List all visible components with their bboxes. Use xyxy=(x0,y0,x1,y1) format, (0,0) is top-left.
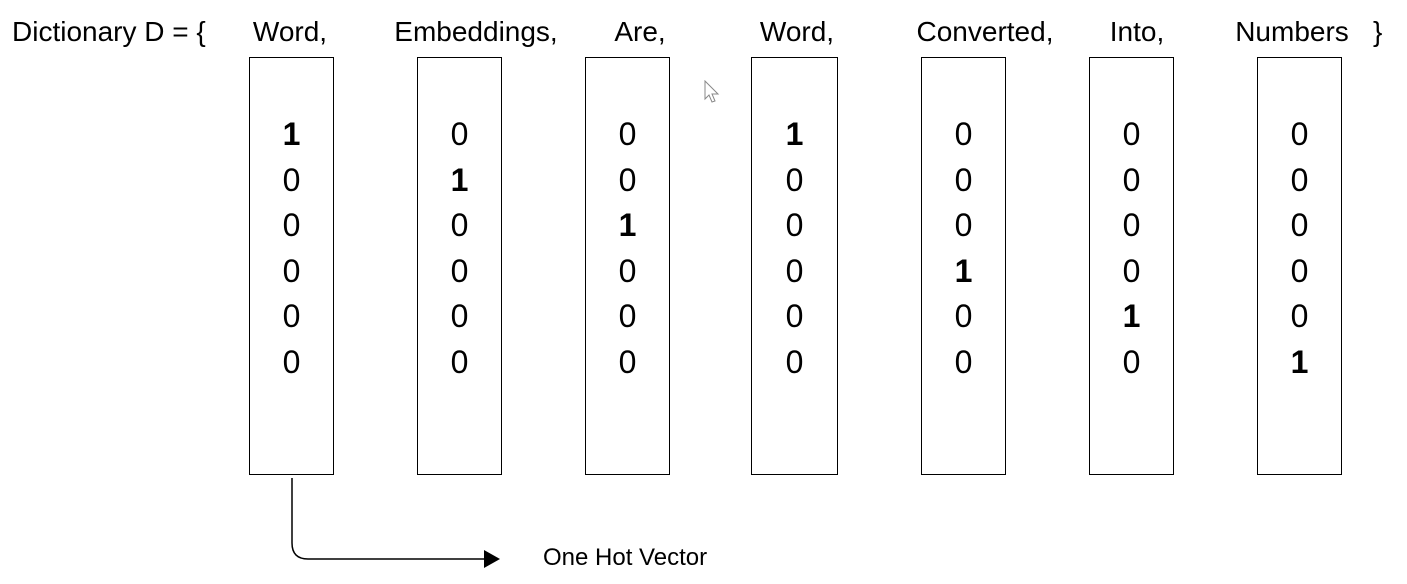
vector-bit: 0 xyxy=(1122,116,1141,152)
vector-bit: 0 xyxy=(1290,161,1309,198)
vector-bit: 0 xyxy=(618,161,637,198)
one-hot-vector-box xyxy=(249,57,334,475)
vector-bit: 0 xyxy=(450,207,469,243)
vector-bit: 0 xyxy=(785,207,804,243)
vector-bit: 0 xyxy=(618,298,637,334)
vector-bit: 0 xyxy=(954,116,973,152)
vector-bit: 0 xyxy=(282,252,301,289)
vector-bit: 0 xyxy=(1290,207,1309,243)
vector-bit: 0 xyxy=(954,161,973,198)
one-hot-vector-box xyxy=(585,57,670,475)
vector-bit: 0 xyxy=(1122,161,1141,198)
vector-bit: 0 xyxy=(1122,252,1141,289)
vector-bit: 0 xyxy=(954,207,973,243)
vector-bit: 0 xyxy=(785,252,804,289)
vector-bit: 0 xyxy=(1290,252,1309,289)
one-hot-vector-box xyxy=(921,57,1006,475)
vector-bit: 0 xyxy=(785,161,804,198)
arrowhead xyxy=(484,550,500,568)
vector-bit: 0 xyxy=(618,252,637,289)
vector-bit: 0 xyxy=(785,298,804,334)
vector-bit: 0 xyxy=(450,116,469,152)
vector-bit: 0 xyxy=(1290,298,1309,334)
vector-bit: 0 xyxy=(450,298,469,334)
vector-bit: 0 xyxy=(450,252,469,289)
dictionary-word: Converted, xyxy=(916,16,1054,47)
vector-bit-hot: 1 xyxy=(450,161,469,198)
vector-bit-hot: 1 xyxy=(618,207,637,243)
vector-bit: 0 xyxy=(618,116,637,152)
dictionary-word: Word, xyxy=(759,16,835,47)
one-hot-vector-box xyxy=(751,57,838,475)
vector-bit: 0 xyxy=(954,298,973,334)
one-hot-vector-box xyxy=(417,57,502,475)
vector-bit: 0 xyxy=(282,343,301,380)
dictionary-prefix: Dictionary D = { xyxy=(12,16,206,47)
vector-bit: 0 xyxy=(785,343,804,380)
vector-bit: 0 xyxy=(282,298,301,334)
vector-bit: 0 xyxy=(450,343,469,380)
dictionary-close-brace: } xyxy=(1373,16,1383,47)
mouse-pointer-icon xyxy=(704,80,720,103)
dictionary-word: Numbers xyxy=(1235,16,1349,47)
vector-bit: 0 xyxy=(1122,207,1141,243)
one-hot-vector-box xyxy=(1089,57,1174,475)
vector-bit-hot: 1 xyxy=(282,116,301,152)
dictionary-word: Are, xyxy=(614,16,666,47)
arrow-right-icon xyxy=(291,478,488,560)
vector-bit: 0 xyxy=(282,161,301,198)
dictionary-word: Word, xyxy=(252,16,328,47)
vector-bit: 0 xyxy=(1122,343,1141,380)
vector-bit: 0 xyxy=(618,343,637,380)
vector-bit: 0 xyxy=(954,343,973,380)
vector-bit-hot: 1 xyxy=(1122,298,1141,334)
dictionary-word: Embeddings, xyxy=(394,16,558,47)
caption-one-hot-vector: One Hot Vector xyxy=(543,544,708,571)
vector-bit-hot: 1 xyxy=(785,116,804,152)
one-hot-vector-box xyxy=(1257,57,1342,475)
vector-bit-hot: 1 xyxy=(1290,343,1309,380)
dictionary-word: Into, xyxy=(1109,16,1165,47)
vector-bit: 0 xyxy=(1290,116,1309,152)
vector-bit: 0 xyxy=(282,207,301,243)
vector-bit-hot: 1 xyxy=(954,252,973,289)
